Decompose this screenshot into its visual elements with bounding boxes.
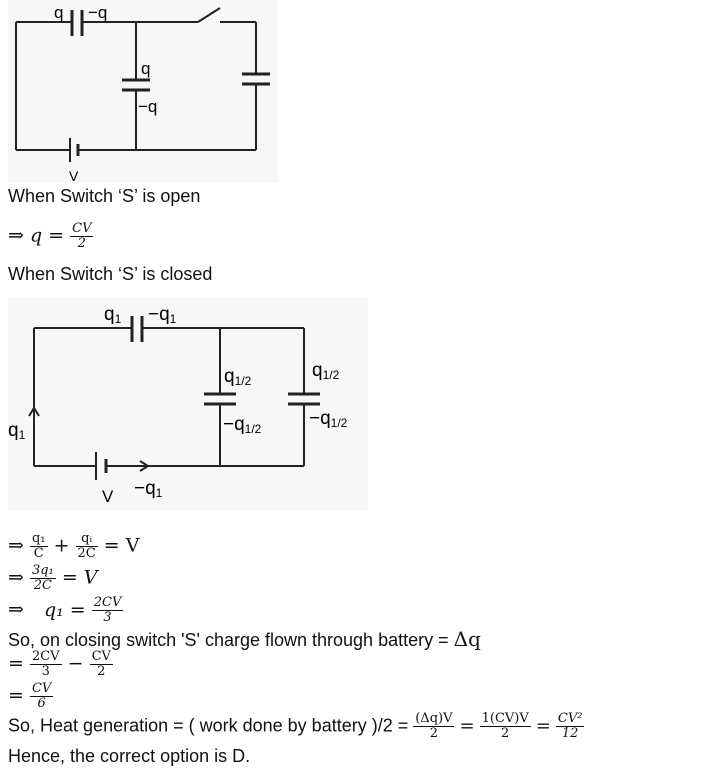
fig1-label-v: V [69,168,79,183]
fig1-label-q: q [54,3,63,22]
eq1-lhs: q = [29,224,65,247]
switch-open-text: When Switch ‘S’ is open [8,186,201,206]
charge-flow-text: So, on closing switch 'S' charge flown t… [8,627,481,651]
fig2-label-right-bot: −q1/2 [309,408,348,430]
fig2-label-mid-bot: −q1/2 [223,414,262,436]
fig2-label-q1: q1 [104,304,122,326]
fig1-label-neg-q-mid: −q [138,97,157,116]
fig1-label-neg-q: −q [88,3,107,22]
conclusion-text: Hence, the correct option is D. [8,746,251,766]
heat-generation-line: So, Heat generation = ( work done by bat… [8,711,585,741]
fig2-label-left: q1 [8,420,26,442]
circuit-diagram-closed: q1 −q1 q1/2 −q1/2 q1/2 −q1/2 q1 V −q1 [8,304,348,506]
fig2-label-neg-q1: −q1 [148,304,177,326]
circuit-diagram-open: q −q q −q V [15,3,270,184]
switch-closed-text: When Switch ‘S’ is closed [8,264,213,284]
fig2-label-mid-top: q1/2 [224,366,252,388]
fig2-label-battery-v: V [102,487,114,506]
implies-symbol: ⇒ [8,224,24,247]
fig2-label-right-top: q1/2 [312,360,340,382]
fig1-label-q-mid: q [141,59,150,78]
fig2-label-battery-arrow: −q1 [134,478,163,500]
circuit-figure-open: q −q q −q V [8,0,278,184]
circuit-figure-closed: q1 −q1 q1/2 −q1/2 q1/2 −q1/2 q1 V −q1 [8,298,368,510]
